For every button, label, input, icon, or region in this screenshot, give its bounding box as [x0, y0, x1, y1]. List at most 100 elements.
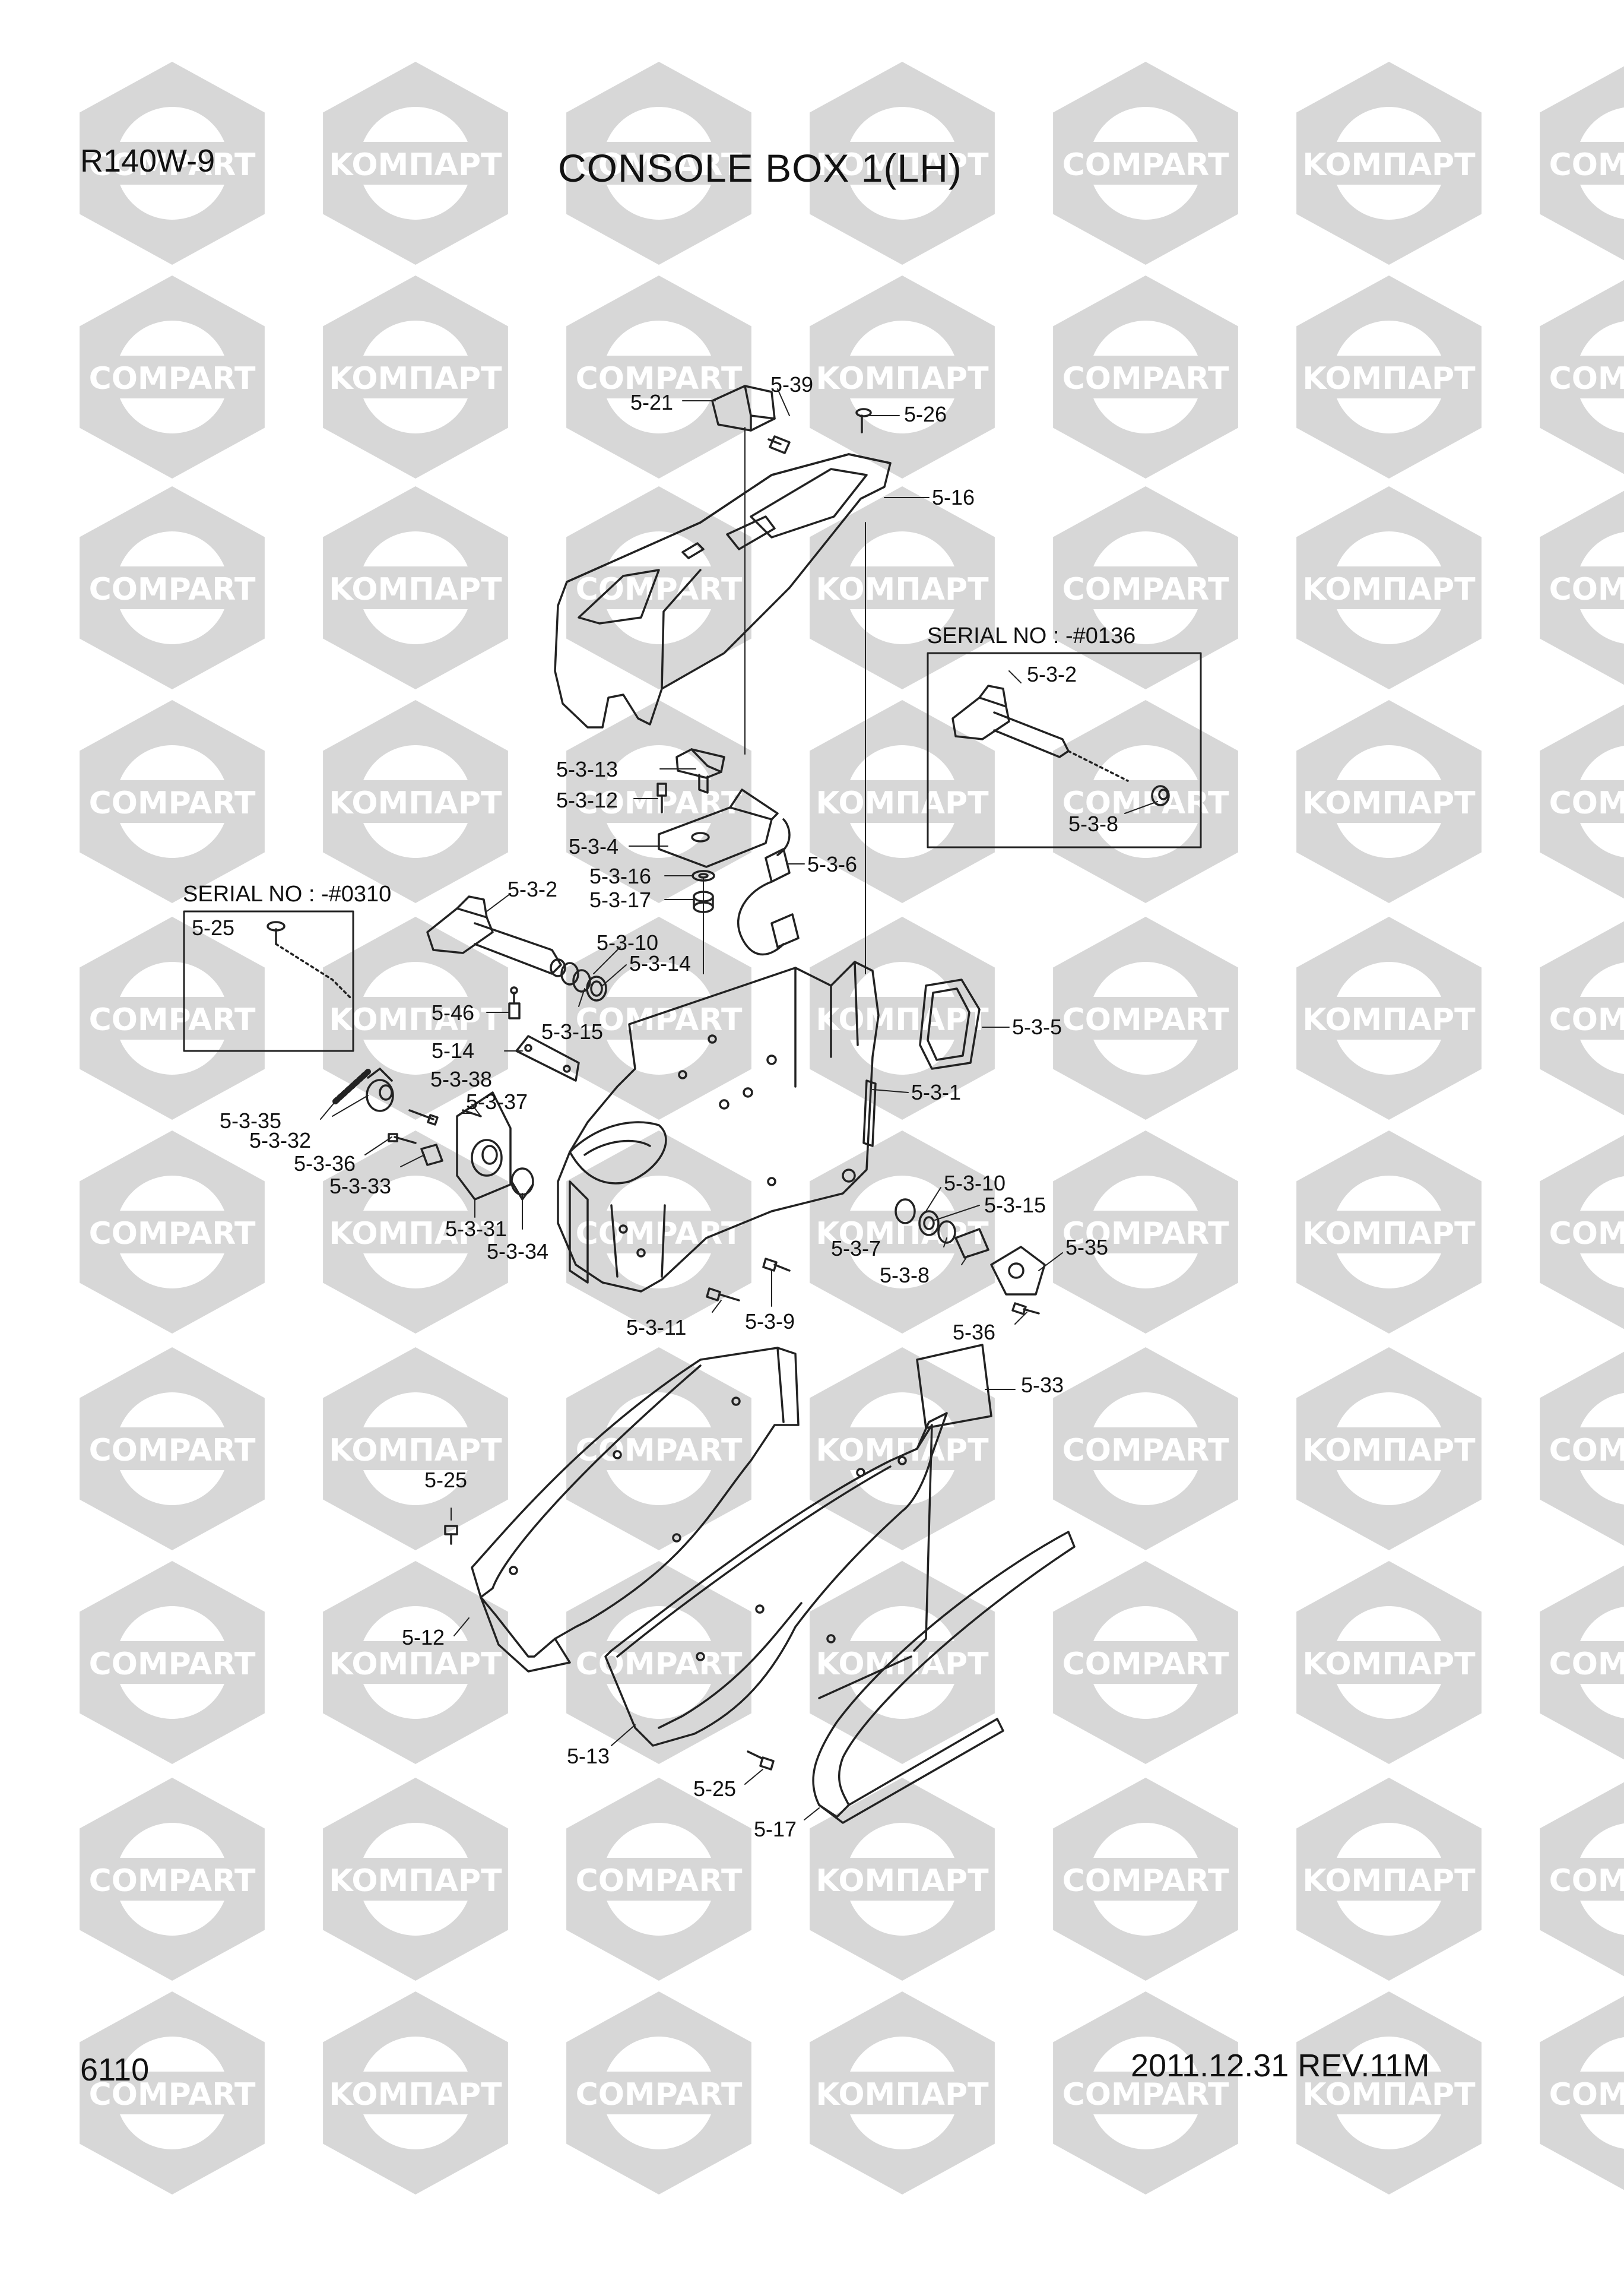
watermark-tile: KOMПAPT	[810, 276, 995, 479]
part-5-3-12-bolt	[656, 783, 667, 813]
svg-text:KOMПAPT: KOMПAPT	[1302, 147, 1476, 183]
part-5-3-10-ring	[560, 962, 579, 986]
watermark-tile: COMPART	[80, 1778, 265, 1981]
svg-text:COMPART: COMPART	[576, 1433, 743, 1468]
watermark-tile: COMPART	[1540, 921, 1624, 1116]
part-5-3-10-ring-right	[895, 1198, 916, 1224]
svg-text:COMPART: COMPART	[89, 1863, 256, 1899]
watermark-tile: KOMПAPT	[1296, 1347, 1482, 1550]
svg-text:COMPART: COMPART	[1549, 2077, 1624, 2113]
svg-text:COMPART: COMPART	[1062, 147, 1229, 183]
callout-label: 5-3-17	[589, 888, 652, 912]
watermark-tile: COMPART	[1540, 1782, 1624, 1977]
svg-text:KOMПAPT: KOMПAPT	[329, 786, 502, 821]
watermark-tile: COMPART	[1540, 66, 1624, 261]
callout-label: 5-3-10	[944, 1171, 1006, 1195]
watermark-tile: COMPART	[566, 1778, 751, 1981]
watermark-tile: COMPART	[1053, 1561, 1238, 1764]
inset-frames	[183, 652, 1202, 1052]
watermark-tile: COMPART	[80, 62, 265, 265]
svg-text:KOMПAPT: KOMПAPT	[329, 1646, 502, 1682]
callout-label: 5-3-1	[911, 1080, 962, 1104]
model-code: R140W-9	[80, 143, 215, 179]
svg-text:COMPART: COMPART	[89, 1433, 256, 1468]
part-5-3-32-pivot	[366, 1068, 394, 1112]
part-5-33-plate	[916, 1344, 992, 1429]
svg-text:COMPART: COMPART	[89, 1646, 256, 1682]
svg-text:KOMПAPT: KOMПAPT	[1302, 1646, 1476, 1682]
watermark-tile: KOMПAPT	[1296, 62, 1482, 265]
watermark-tile: COMPART	[1053, 1347, 1238, 1550]
callout-label: 5-3-16	[589, 864, 652, 888]
part-5-3-15-ring-right	[918, 1210, 940, 1236]
svg-text:COMPART: COMPART	[89, 2077, 256, 2113]
svg-text:COMPART: COMPART	[89, 147, 256, 183]
svg-text:COMPART: COMPART	[1062, 1646, 1229, 1682]
watermark-tile: KOMПAPT	[323, 1130, 508, 1334]
svg-text:KOMПAPT: KOMПAPT	[329, 1216, 502, 1252]
watermark-tile: COMPART	[1053, 486, 1238, 689]
watermark-tile: KOMПAPT	[810, 486, 995, 689]
svg-text:COMPART: COMPART	[1549, 1863, 1624, 1899]
callout-label: 5-3-11	[626, 1315, 687, 1340]
part-5-25-screw-lower	[747, 1750, 775, 1771]
watermark-tile: KOMПAPT	[323, 1778, 508, 1981]
callout-label: 5-13	[567, 1744, 610, 1768]
watermark-tile: COMPART	[1540, 1565, 1624, 1760]
svg-text:KOMПAPT: KOMПAPT	[816, 1002, 989, 1038]
callout-label: 5-3-36	[294, 1151, 356, 1176]
page-number: 6110	[80, 2052, 150, 2088]
watermark-tile: KOMПAPT	[1296, 700, 1482, 903]
part-5-16-console-cover	[554, 453, 892, 729]
svg-text:KOMПAPT: KOMПAPT	[816, 1433, 989, 1468]
part-5-3-5-boot	[919, 978, 981, 1070]
callout-label: 5-3-2	[1027, 662, 1077, 686]
callout-label: 5-3-2	[508, 877, 558, 901]
svg-text:KOMПAPT: KOMПAPT	[816, 1863, 989, 1899]
callout-label: 5-16	[932, 485, 975, 509]
part-5-3-8-cap-inset	[1151, 785, 1170, 806]
watermark-tile: KOMПAPT	[1296, 486, 1482, 689]
watermark-tile: COMPART	[566, 1561, 751, 1764]
callout-label: 5-3-35	[220, 1109, 282, 1133]
watermark-tile: COMPART	[1540, 704, 1624, 899]
svg-text:COMPART: COMPART	[1549, 147, 1624, 183]
callout-label: 5-3-8	[1068, 812, 1119, 836]
watermark-tile: KOMПAPT	[323, 486, 508, 689]
watermark-tile: KOMПAPT	[1296, 917, 1482, 1120]
part-5-3-7-ring	[937, 1220, 956, 1244]
watermark-tile: COMPART	[1540, 1996, 1624, 2190]
watermark-tile: COMPART	[1540, 1135, 1624, 1329]
svg-text:COMPART: COMPART	[1549, 1433, 1624, 1468]
watermark-tile: COMPART	[566, 276, 751, 479]
svg-text:COMPART: COMPART	[576, 1002, 743, 1038]
watermark-tile: KOMПAPT	[323, 917, 508, 1120]
watermark-tile: COMPART	[80, 700, 265, 903]
svg-text:COMPART: COMPART	[1062, 1216, 1229, 1252]
svg-text:COMPART: COMPART	[89, 786, 256, 821]
svg-text:COMPART: COMPART	[576, 786, 743, 821]
watermark-tile: COMPART	[80, 1347, 265, 1550]
svg-text:KOMПAPT: KOMПAPT	[329, 2077, 502, 2113]
part-5-21-knob	[711, 385, 776, 432]
callout-label: 5-3-15	[541, 1019, 604, 1044]
svg-text:KOMПAPT: KOMПAPT	[1302, 572, 1476, 607]
svg-text:COMPART: COMPART	[576, 572, 743, 607]
watermark-tile: COMPART	[566, 1130, 751, 1334]
svg-text:KOMПAPT: KOMПAPT	[329, 147, 502, 183]
watermark-tile: COMPART	[1540, 1351, 1624, 1546]
part-5-46-fitting	[508, 986, 521, 1019]
svg-text:KOMПAPT: KOMПAPT	[1302, 1216, 1476, 1252]
svg-text:COMPART: COMPART	[89, 1002, 256, 1038]
callout-label: 5-3-9	[745, 1309, 795, 1334]
watermark-tile: KOMПAPT	[1296, 1991, 1482, 2194]
part-5-26-screw	[855, 408, 872, 433]
svg-text:KOMПAPT: KOMПAPT	[1302, 2077, 1476, 2113]
callout-label: 5-26	[904, 402, 947, 426]
callout-label: 5-3-14	[629, 951, 692, 976]
watermark-tile: KOMПAPT	[810, 700, 995, 903]
svg-text:KOMПAPT: KOMПAPT	[329, 1002, 502, 1038]
part-5-39-screw	[767, 435, 791, 454]
